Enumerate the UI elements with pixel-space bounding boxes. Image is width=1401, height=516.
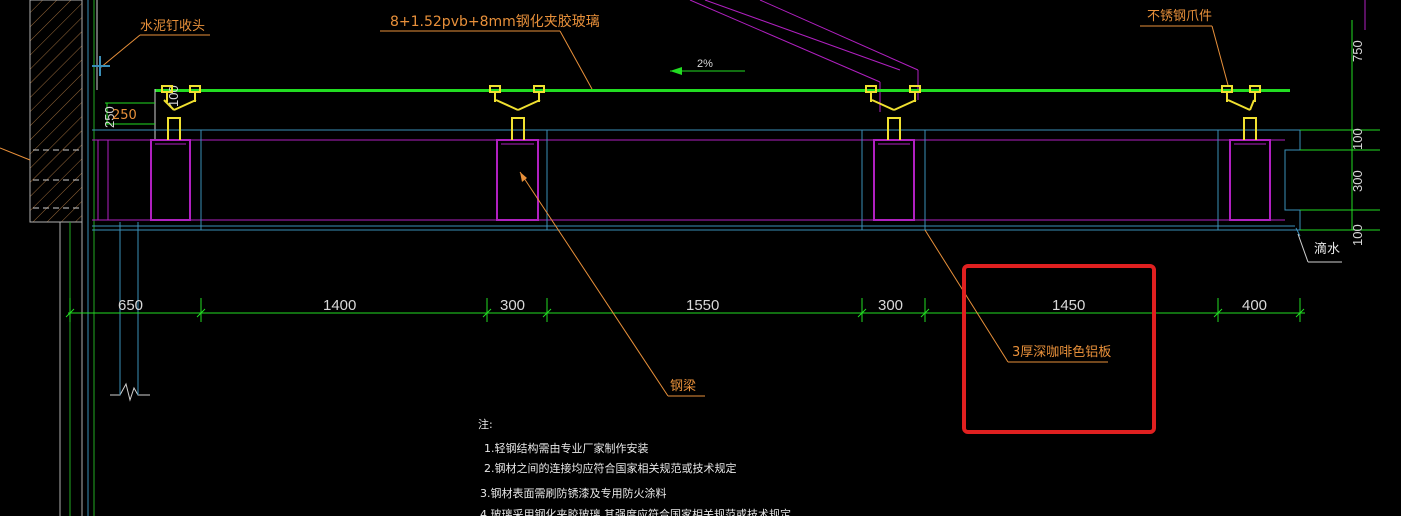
glass-spec-callout: 8+1.52pvb+8mm钢化夹胶玻璃 <box>380 13 600 90</box>
hdim-1450: 1450 <box>1052 297 1085 314</box>
spider-fitting-4 <box>1221 85 1261 140</box>
slope-label: 2% <box>697 58 713 70</box>
glass-panel: 100 250 250 <box>102 85 1290 140</box>
cement-nail-label: 水泥钉收头 <box>140 19 205 34</box>
small-dim-250-h: 250 <box>112 108 137 123</box>
vdim-100-top: 100 <box>1350 128 1365 150</box>
spider-fitting-2 <box>489 85 545 140</box>
notes-heading: 注: <box>478 417 493 431</box>
spider-fittings <box>161 85 1261 140</box>
spider-fitting-3 <box>865 85 921 140</box>
horizontal-dimension-chain: 650 1400 300 1550 300 1450 400 <box>65 297 1305 322</box>
aluminum-cladding <box>92 129 1301 237</box>
vdim-750: 750 <box>1350 40 1365 62</box>
glass-spec-label: 8+1.52pvb+8mm钢化夹胶玻璃 <box>390 13 600 30</box>
slope-indicator: 2% <box>670 58 745 75</box>
hdim-1400: 1400 <box>323 297 356 314</box>
vertical-dimension-chain: 750 100 300 100 <box>1300 20 1380 246</box>
steel-beam-3 <box>873 139 915 221</box>
steel-beam-4 <box>1229 139 1271 221</box>
stainless-claw-callout: 不锈钢爪件 <box>1140 9 1229 86</box>
note-item-3: 3.钢材表面需刷防锈漆及专用防火涂料 <box>480 486 667 500</box>
small-dim-250: 250 <box>102 106 117 128</box>
hdim-1550: 1550 <box>686 297 719 314</box>
hdim-400: 400 <box>1242 297 1267 314</box>
hdim-300-b: 300 <box>878 297 903 314</box>
highlight-box <box>962 264 1156 434</box>
diagonal-support <box>689 0 1366 112</box>
vdim-300: 300 <box>1350 170 1365 192</box>
note-item-1: 1.轻钢结构需由专业厂家制作安装 <box>484 441 649 455</box>
small-dim-100: 100 <box>166 85 181 107</box>
steel-beam-2 <box>496 139 539 221</box>
drip-label: 滴水 <box>1314 241 1340 257</box>
steel-beam-1 <box>150 139 191 221</box>
aluminum-panel-callout: 3厚深咖啡色铝板 <box>924 229 1111 363</box>
notes-block: 注: 1.轻钢结构需由专业厂家制作安装 2.钢材之间的连接均应符合国家相关规范或… <box>478 417 791 516</box>
aluminum-panel-label: 3厚深咖啡色铝板 <box>1012 344 1111 360</box>
stainless-claw-label: 不锈钢爪件 <box>1147 9 1212 24</box>
spider-fitting-1 <box>161 85 201 140</box>
steel-beams <box>150 139 1271 221</box>
hdim-300-a: 300 <box>500 297 525 314</box>
hdim-650: 650 <box>118 297 143 314</box>
steel-beam-label: 钢梁 <box>670 379 696 394</box>
cement-nail-cap: 水泥钉收头 <box>92 19 210 76</box>
drip-callout: 滴水 <box>1297 233 1342 263</box>
steel-beam-callout: 钢梁 <box>519 171 705 397</box>
note-item-4: 4.玻璃采用钢化夹胶玻璃,其强度应符合国家相关规范或技术规定 <box>480 507 791 516</box>
note-item-2: 2.钢材之间的连接均应符合国家相关规范或技术规定 <box>484 461 737 475</box>
wall <box>0 0 150 516</box>
vdim-100-bottom: 100 <box>1350 224 1365 246</box>
